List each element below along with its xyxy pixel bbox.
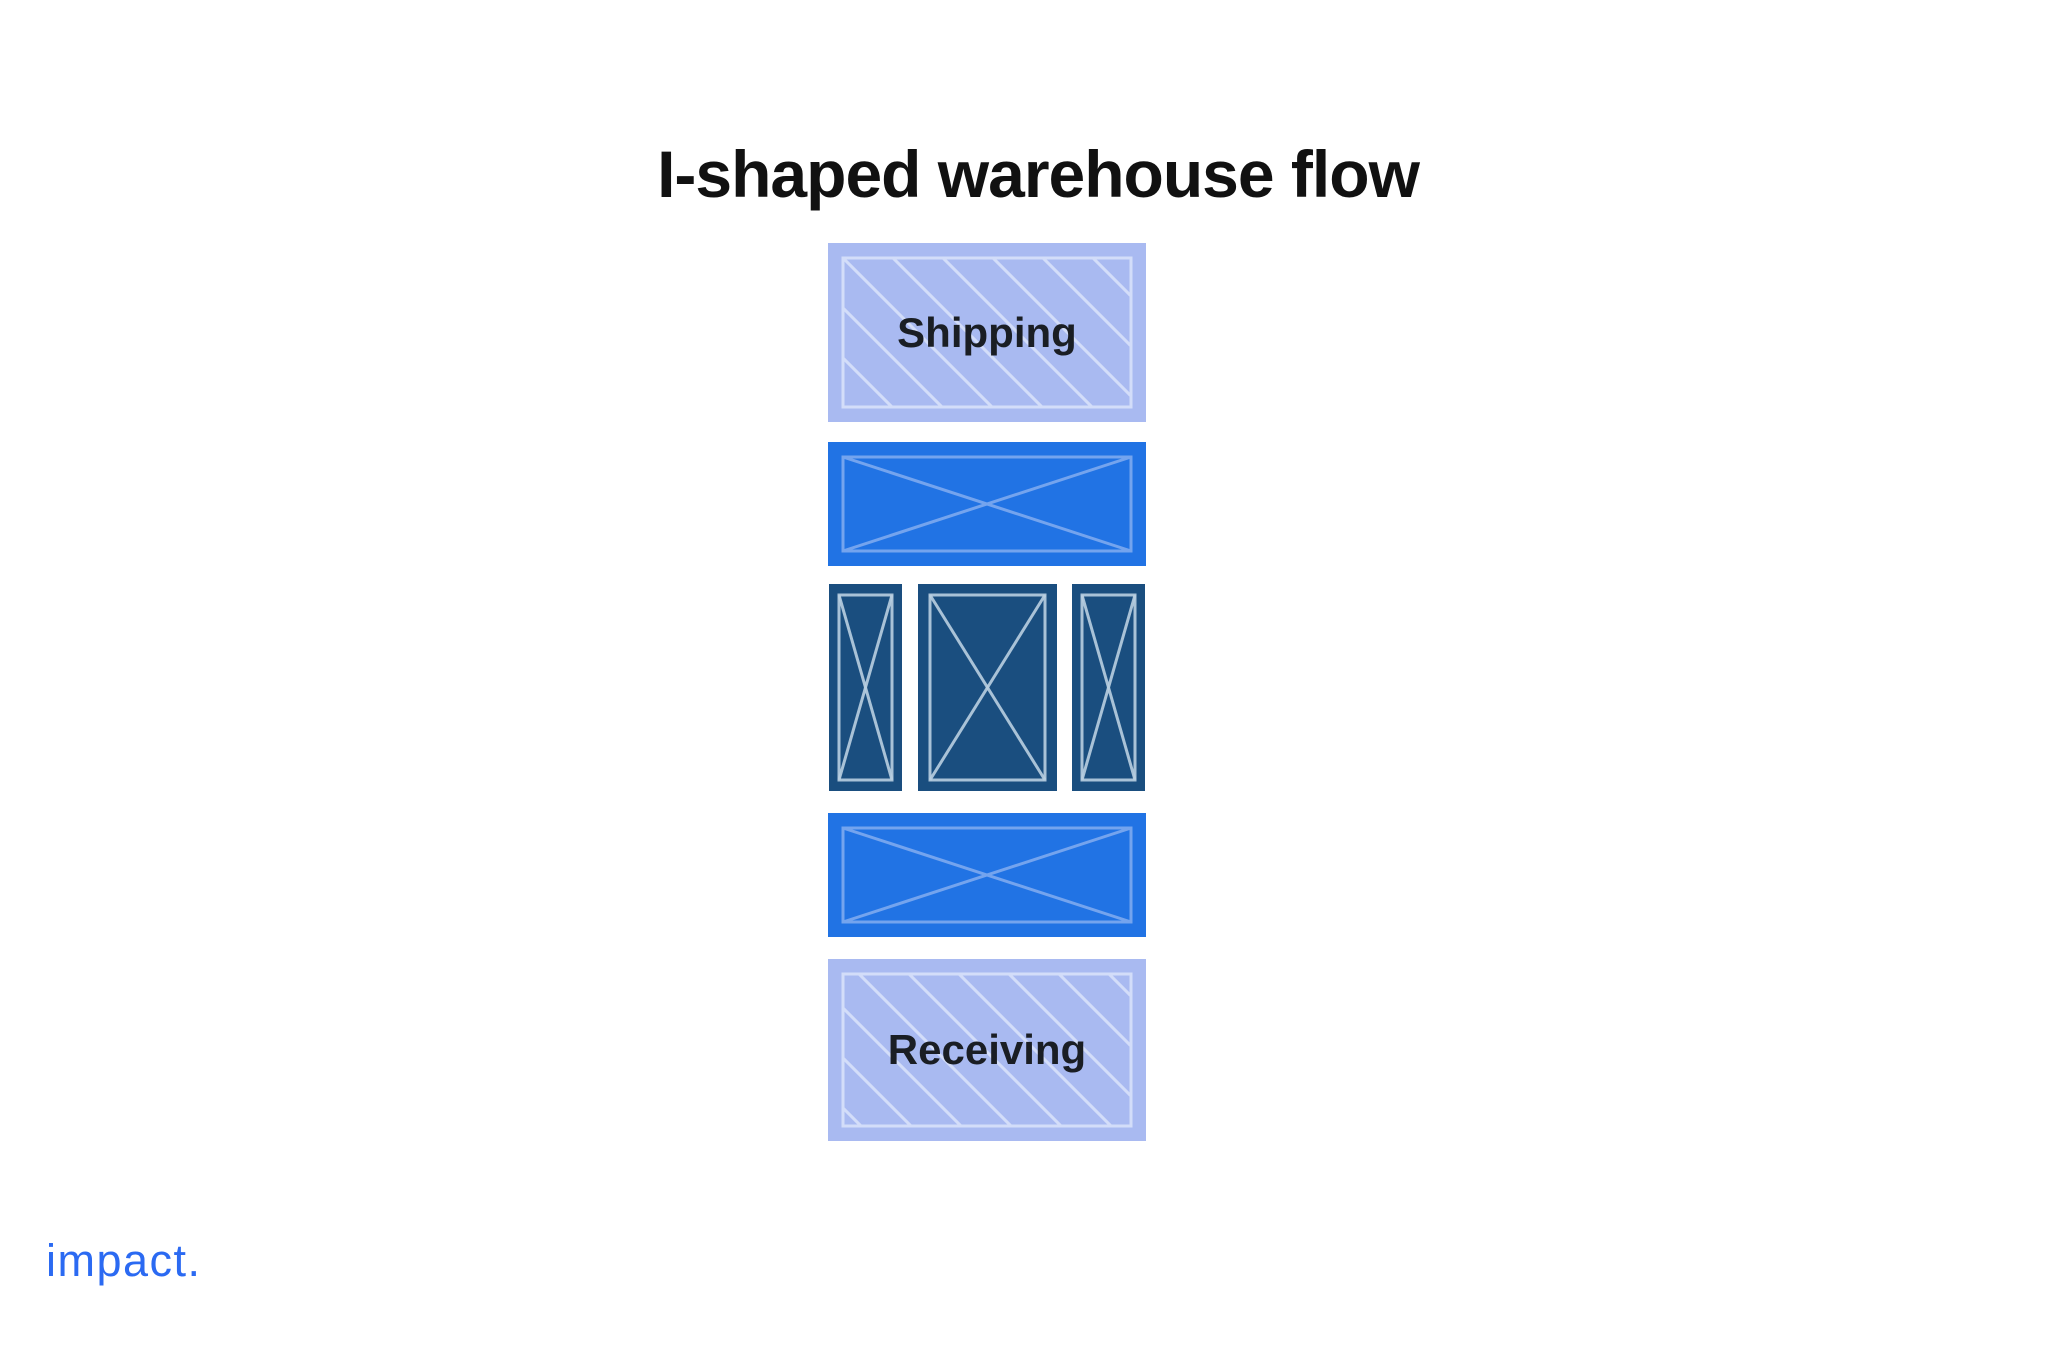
storage-rack-left-inner-border [837, 593, 894, 782]
storage-rack-left-diagonal-2 [837, 594, 894, 781]
upper-staging-diagonal-2 [842, 455, 1132, 553]
upper-staging-inner-border [841, 455, 1133, 553]
storage-rack-right [1072, 584, 1145, 791]
upper-staging-zone [828, 442, 1146, 566]
storage-rack-center [918, 584, 1057, 791]
receiving-zone [828, 959, 1146, 1141]
storage-rack-left [829, 584, 902, 791]
page-title: I-shaped warehouse flow [657, 137, 1420, 211]
shipping-zone [828, 243, 1146, 422]
lower-staging-inner-border [841, 826, 1133, 924]
receiving-zone-hatch [843, 974, 1131, 1126]
shipping-zone-inner-border [841, 256, 1133, 409]
shipping-zone-hatch [843, 258, 1131, 407]
storage-rack-center-inner-border [928, 593, 1047, 782]
storage-rack-right-inner-border [1080, 593, 1137, 782]
lower-staging-diagonal-2 [842, 826, 1132, 924]
lower-staging-zone [828, 813, 1146, 937]
warehouse-flow-diagram [828, 243, 1146, 1141]
receiving-zone-inner-border [841, 972, 1133, 1128]
storage-rack-center-diagonal-2 [928, 594, 1047, 781]
impact-logo: impact. [46, 1235, 202, 1286]
storage-rack-right-diagonal-2 [1080, 594, 1137, 781]
